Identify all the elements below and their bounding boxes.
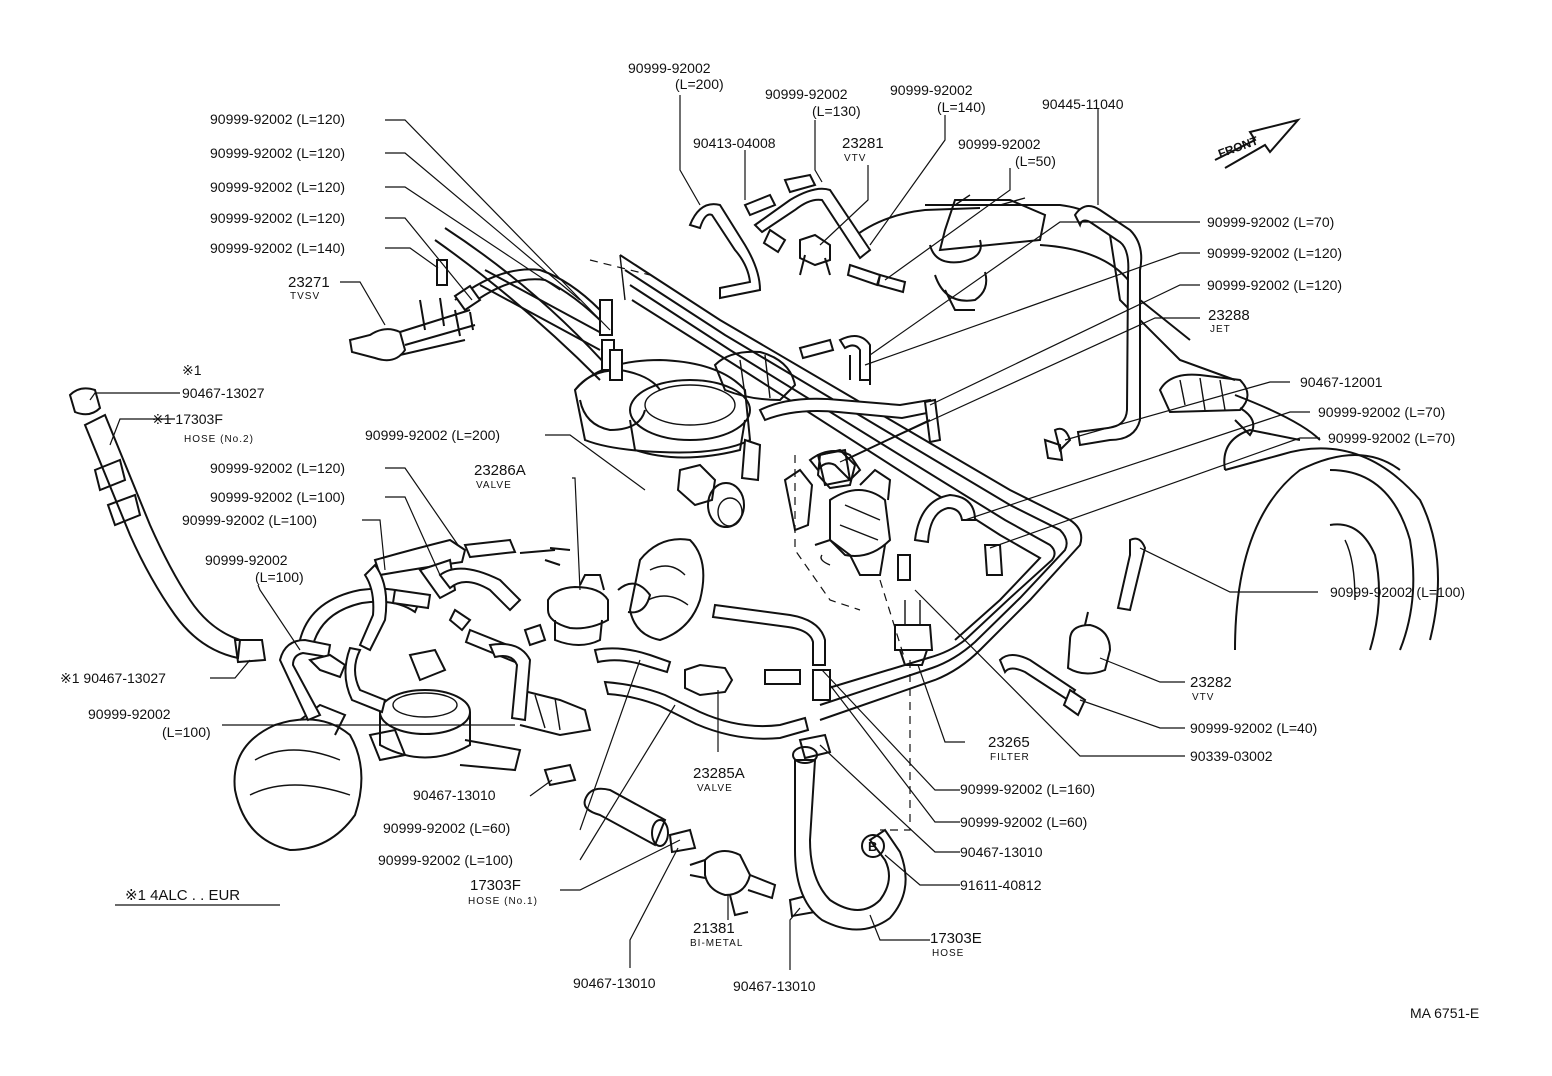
part-label: 90999-92002 (L=120) xyxy=(210,460,345,476)
part-label: 90999-92002 (L=120) xyxy=(210,111,345,127)
part-label: 23282 xyxy=(1190,674,1232,691)
part-label: 23288 xyxy=(1208,307,1250,324)
part-label: 90999-92002 (L=60) xyxy=(383,820,510,836)
part-label: 90467-13027 xyxy=(182,385,265,401)
part-label: 91611-40812 xyxy=(960,877,1042,893)
part-label: 90999-92002 (L=160) xyxy=(960,781,1095,797)
part-label: 23286A xyxy=(474,462,526,479)
part-label: 90999-92002 (L=140) xyxy=(210,240,345,256)
part-label: 90999-92002 (L=60) xyxy=(960,814,1087,830)
part-label-sub: (L=100) xyxy=(255,569,304,585)
part-labels: 90999-92002 (L=200) 90999-92002 (L=130) … xyxy=(60,60,1479,1021)
part-label: 23271 xyxy=(288,274,330,291)
part-label: 90999-92002 (L=120) xyxy=(1207,245,1342,261)
front-arrow xyxy=(1214,118,1301,169)
part-label: 90467-13010 xyxy=(573,975,656,991)
part-label: 90999-92002 (L=100) xyxy=(1330,584,1465,600)
part-label: 23285A xyxy=(693,765,745,782)
figure-code: MA 6751-E xyxy=(1410,1005,1479,1021)
part-label-sub: HOSE (No.2) xyxy=(184,434,254,445)
part-label-sub: VTV xyxy=(844,153,866,164)
part-label-sub: VTV xyxy=(1192,692,1214,703)
part-label-sub: (L=200) xyxy=(675,76,724,92)
part-label: 90999-92002 (L=100) xyxy=(210,489,345,505)
part-label: 17303F xyxy=(470,877,521,894)
applicability-note: ※1 4ALC . . EUR xyxy=(125,887,240,904)
part-label: 90999-92002 xyxy=(88,706,171,722)
part-label-sub: (L=140) xyxy=(937,99,986,115)
part-label: 90999-92002 xyxy=(205,552,288,568)
part-label: 90999-92002 (L=120) xyxy=(1207,277,1342,293)
part-label-sub: (L=130) xyxy=(812,103,861,119)
reference-b-marker xyxy=(861,834,885,858)
part-label: 23281 xyxy=(842,135,884,152)
part-label-sub: BI-METAL xyxy=(690,938,743,949)
part-label: 90999-92002 xyxy=(890,82,973,98)
part-label-sub: (L=50) xyxy=(1015,153,1056,169)
part-label: ※1 90467-13027 xyxy=(60,670,166,686)
part-label-sub: HOSE (No.1) xyxy=(468,896,538,907)
part-label: 90999-92002 (L=100) xyxy=(378,852,513,868)
part-label: 90999-92002 (L=70) xyxy=(1328,430,1455,446)
part-label: 90999-92002 (L=120) xyxy=(210,179,345,195)
part-label-sub: TVSV xyxy=(290,291,320,302)
part-label: 90999-92002 (L=40) xyxy=(1190,720,1317,736)
part-label: 21381 xyxy=(693,920,735,937)
reference-b-letter: B xyxy=(868,839,877,854)
part-label: 90999-92002 (L=70) xyxy=(1207,214,1334,230)
part-label: 90999-92002 (L=70) xyxy=(1318,404,1445,420)
part-label: 90999-92002 xyxy=(628,60,711,76)
part-label: 90467-12001 xyxy=(1300,374,1383,390)
part-label: 90339-03002 xyxy=(1190,748,1273,764)
part-label: 90999-92002 xyxy=(765,86,848,102)
part-label: 90999-92002 (L=100) xyxy=(182,512,317,528)
part-label-sub: JET xyxy=(1210,324,1231,335)
part-label: 90999-92002 xyxy=(958,136,1041,152)
part-label: 90999-92002 (L=200) xyxy=(365,427,500,443)
part-label: 90413-04008 xyxy=(693,135,776,151)
part-label: 17303E xyxy=(930,930,982,947)
part-label: ※1 xyxy=(182,362,202,378)
part-label-sub: (L=100) xyxy=(162,724,211,740)
front-label: FRONT xyxy=(1216,133,1260,161)
part-label: 90445-11040 xyxy=(1042,96,1124,112)
part-label: 90467-13010 xyxy=(733,978,816,994)
part-label: ※1 17303F xyxy=(152,411,223,427)
part-label: 90467-13010 xyxy=(413,787,496,803)
part-label-sub: FILTER xyxy=(990,752,1030,763)
vacuum-lines xyxy=(68,173,1147,931)
part-label: 90467-13010 xyxy=(960,844,1043,860)
part-label-sub: VALVE xyxy=(697,783,733,794)
part-label: 23265 xyxy=(988,734,1030,751)
part-label-sub: HOSE xyxy=(932,948,964,959)
part-label: 90999-92002 (L=120) xyxy=(210,145,345,161)
part-label-sub: VALVE xyxy=(476,480,512,491)
part-label: 90999-92002 (L=120) xyxy=(210,210,345,226)
leader-lines xyxy=(89,95,1320,970)
